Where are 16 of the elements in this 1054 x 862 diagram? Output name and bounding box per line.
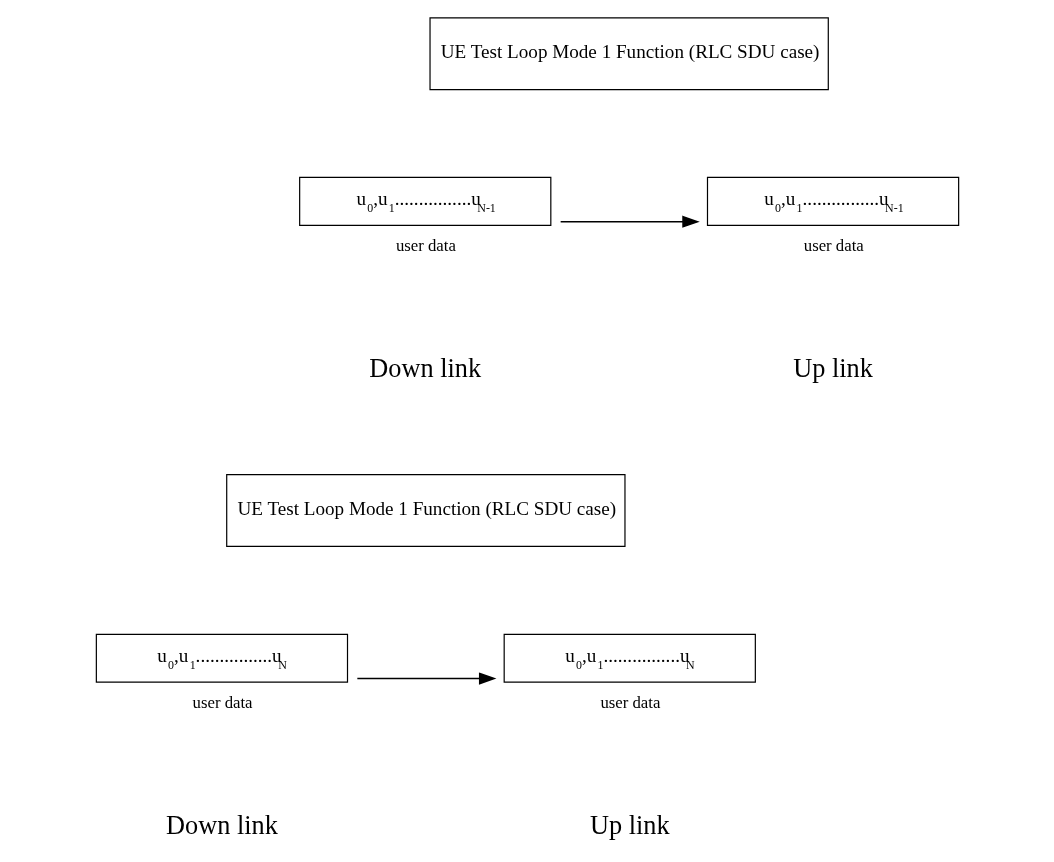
node-label: user data — [395, 235, 456, 255]
node-box: u$_{0}$,u$_{1}$................u$_{N}$ — [503, 633, 756, 683]
node-label: user data — [599, 692, 660, 712]
label: Up link — [792, 354, 873, 384]
node-box: u$_{0}$,u$_{1}$................u$_{N}$ — [95, 633, 348, 683]
arrow — [356, 672, 496, 685]
node-label: user data — [803, 235, 864, 255]
label: Up link — [589, 811, 670, 841]
node-box: u$_{0}$,u$_{1}$................u$_{N-1}$ — [706, 176, 959, 226]
label: Down link — [368, 354, 481, 384]
arrow — [559, 215, 700, 228]
node-label: user data — [192, 692, 253, 712]
node-box: UE Test Loop Mode 1 Function (RLC SDU case) — [225, 474, 626, 547]
node-box: u$_{0}$,u$_{1}$................u$_{N-1}$ — [298, 176, 551, 226]
node-box: UE Test Loop Mode 1 Function (RLC SDU case) — [428, 17, 829, 91]
label: Down link — [165, 811, 278, 841]
